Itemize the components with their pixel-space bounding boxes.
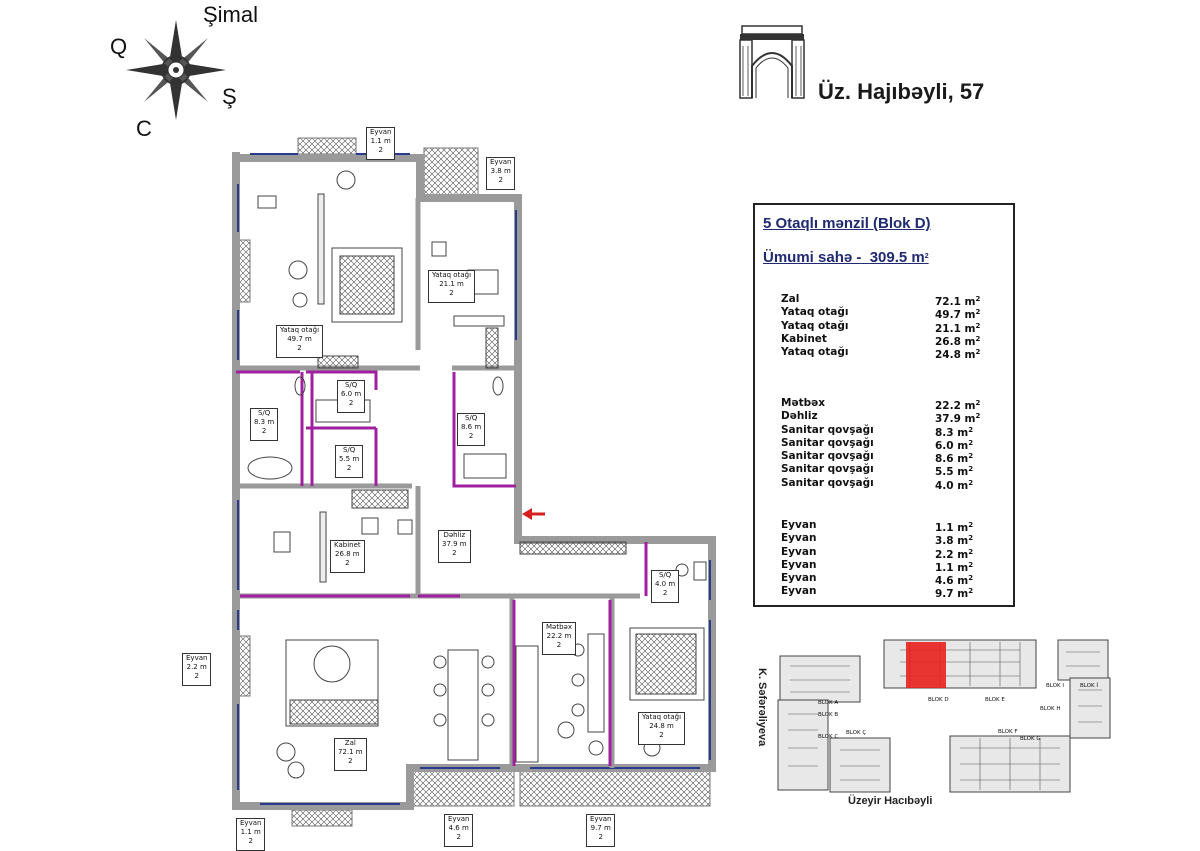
- blok-d-highlight: [906, 642, 946, 688]
- compass-east-label: Ş: [222, 84, 237, 109]
- bathroom-partitions: [236, 370, 648, 766]
- compass-south-label: C: [136, 116, 152, 141]
- street-label-bottom: Üzeyir Hacıbəyli: [848, 795, 933, 807]
- balconies: [233, 137, 711, 827]
- block-label: BLOK G: [1020, 736, 1041, 742]
- block-label: BLOK Ç: [846, 730, 867, 736]
- apartment-title: 5 Otaqlı mənzil (Blok D): [763, 215, 931, 232]
- site-map: [777, 639, 1111, 793]
- area-summary-panel: 5 Otaqlı mənzil (Blok D) Ümumi sahə - 30…: [753, 203, 1015, 607]
- furniture: [247, 170, 707, 779]
- exterior-walls: [232, 152, 716, 810]
- total-area: Ümumi sahə - 309.5 m2: [763, 249, 929, 266]
- block-label: BLOK D: [928, 697, 949, 703]
- compass-rose-icon: [126, 20, 226, 120]
- block-label: BLOK B: [818, 712, 839, 718]
- block-label: BLOK F: [998, 729, 1018, 735]
- block-label: BLOK E: [985, 697, 1005, 703]
- entrance-arrow-icon: [522, 508, 545, 520]
- block-label: BLOK C: [818, 734, 839, 740]
- compass-west-label: Q: [110, 34, 128, 59]
- street-label-left: K. Səfərəliyeva: [756, 668, 768, 747]
- block-label: BLOK I: [1046, 683, 1064, 689]
- block-label: BLOK H: [1040, 706, 1061, 712]
- arch-logo-icon: [739, 25, 805, 99]
- windows: [237, 153, 711, 805]
- block-label: BLOK A: [818, 700, 839, 706]
- block-label: BLOK İ: [1080, 683, 1098, 689]
- address-title: Üz. Hajıbəyli, 57: [818, 79, 985, 104]
- compass-north-label: Şimal: [203, 2, 259, 27]
